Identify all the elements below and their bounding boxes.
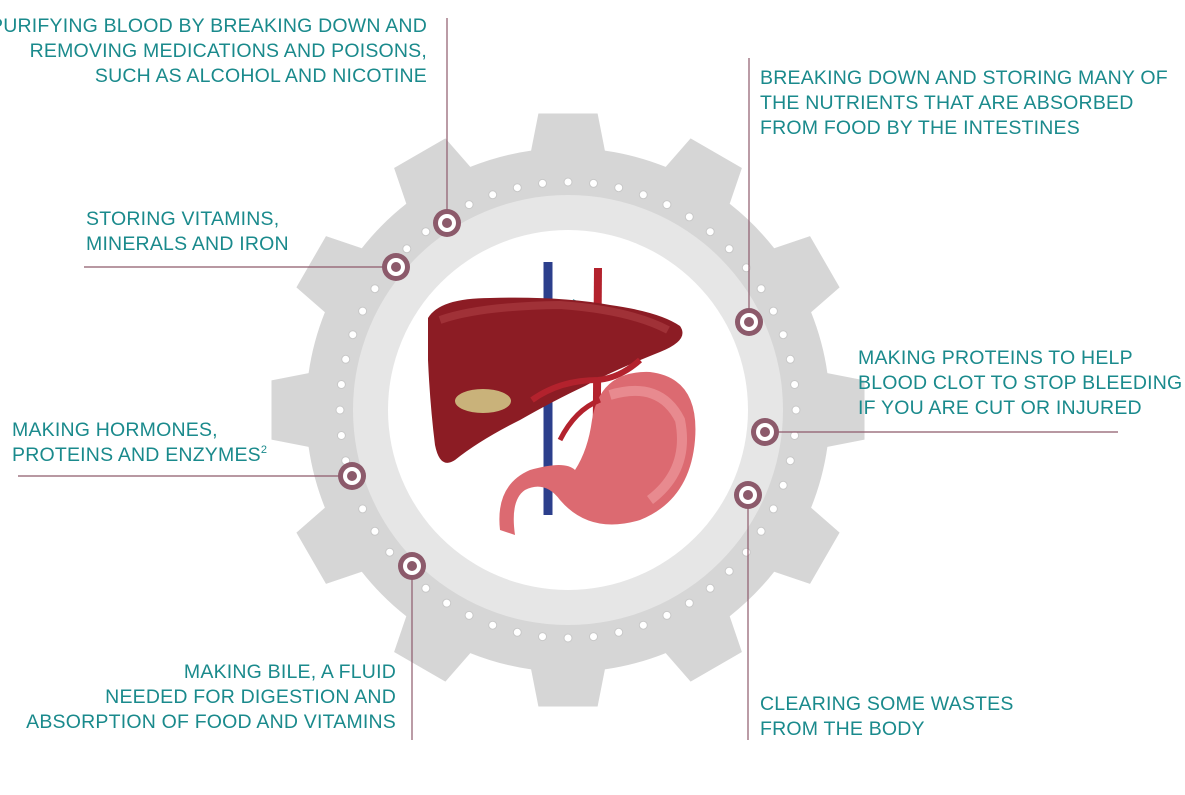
ring-dot: [358, 504, 368, 514]
ring-dot: [662, 610, 672, 620]
ring-dot: [370, 284, 380, 294]
label-line: THE NUTRIENTS THAT ARE ABSORBED: [760, 92, 1134, 114]
ring-dot: [421, 583, 431, 593]
ring-dot: [684, 212, 694, 222]
marker-making-hormones: [338, 462, 366, 490]
label-line: STORING VITAMINS,: [86, 208, 280, 230]
ring-dot: [724, 566, 734, 576]
marker-making-bile: [398, 552, 426, 580]
label-line: MAKING HORMONES,: [12, 419, 218, 441]
ring-dot: [563, 177, 573, 187]
ring-dot: [421, 227, 431, 237]
marker-center: [407, 561, 417, 571]
marker-breaking-down: [735, 308, 763, 336]
ring-dot: [614, 183, 624, 193]
ring-dot: [464, 200, 474, 210]
marker-center: [744, 317, 754, 327]
markers: [338, 209, 779, 580]
ring-dot: [488, 620, 498, 630]
marker-center: [391, 262, 401, 272]
ring-dot: [464, 610, 474, 620]
ring-dot: [402, 244, 412, 254]
label-line-text: PROTEINS AND ENZYMES: [12, 444, 261, 466]
ring-dot: [768, 504, 778, 514]
label-line: FROM FOOD BY THE INTESTINES: [760, 117, 1080, 139]
ring-dot: [785, 354, 795, 364]
label-line: REMOVING MEDICATIONS AND POISONS,: [29, 40, 427, 62]
label-purifying-blood: PURIFYING BLOOD BY BREAKING DOWN AND REM…: [0, 14, 427, 89]
marker-center: [760, 427, 770, 437]
marker-storing-vitamins: [382, 253, 410, 281]
ring-dot: [538, 178, 547, 188]
ring-dot: [778, 330, 788, 340]
label-line: MAKING BILE, A FLUID: [183, 661, 396, 683]
marker-clearing-wastes: [734, 481, 762, 509]
ring-dot: [638, 190, 648, 200]
ring-dot: [785, 456, 795, 466]
marker-center: [347, 471, 357, 481]
label-making-proteins-clot: MAKING PROTEINS TO HELP BLOOD CLOT TO ST…: [858, 346, 1182, 421]
ring-dot: [790, 380, 800, 389]
ring-dot: [684, 598, 694, 608]
ring-dot: [336, 431, 346, 440]
ring-dot: [791, 405, 801, 415]
ring-dot: [756, 284, 766, 294]
ring-dot: [341, 354, 351, 364]
ring-dot: [662, 200, 672, 210]
ring-dot: [385, 547, 395, 557]
marker-center: [743, 490, 753, 500]
ring-dot: [358, 306, 368, 316]
label-line: BREAKING DOWN AND STORING MANY OF: [760, 67, 1168, 89]
ring-dot: [778, 480, 788, 490]
ring-dot: [741, 547, 751, 557]
label-line: PROTEINS AND ENZYMES2: [12, 443, 267, 468]
label-making-bile: MAKING BILE, A FLUID NEEDED FOR DIGESTIO…: [26, 660, 396, 735]
label-line: MAKING PROTEINS TO HELP: [858, 347, 1133, 369]
liver-stomach-illustration: [428, 262, 696, 535]
label-line: SUCH AS ALCOHOL AND NICOTINE: [94, 65, 427, 87]
label-line: CLEARING SOME WASTES: [760, 693, 1014, 715]
ring-dot: [614, 627, 624, 637]
label-line: BLOOD CLOT TO STOP BLEEDING: [858, 372, 1183, 394]
footnote-marker: 2: [260, 444, 268, 456]
ring-dot: [705, 227, 715, 237]
marker-making-proteins-clot: [751, 418, 779, 446]
ring-dot: [563, 633, 573, 643]
label-line: ABSORPTION OF FOOD AND VITAMINS: [26, 711, 396, 733]
connector-lines: [18, 18, 1118, 740]
ring-dot: [756, 526, 766, 536]
ring-dot: [705, 583, 715, 593]
ring-dot: [538, 632, 547, 642]
ring-dot: [724, 244, 734, 254]
ring-dot: [512, 627, 522, 637]
ring-dot: [336, 380, 346, 389]
label-making-hormones: MAKING HORMONES, PROTEINS AND ENZYMES2: [12, 418, 267, 468]
marker-purifying: [433, 209, 461, 237]
ring-dot: [370, 526, 380, 536]
ring-dot: [768, 306, 778, 316]
label-storing-vitamins: STORING VITAMINS, MINERALS AND IRON: [86, 207, 289, 257]
ring-dot: [589, 632, 598, 642]
marker-center: [442, 218, 452, 228]
ring-dot: [335, 405, 345, 415]
label-line: IF YOU ARE CUT OR INJURED: [858, 397, 1142, 419]
label-line: FROM THE BODY: [760, 718, 925, 740]
label-clearing-wastes: CLEARING SOME WASTES FROM THE BODY: [760, 692, 1014, 742]
ring-dot: [348, 330, 358, 340]
label-line: NEEDED FOR DIGESTION AND: [105, 686, 396, 708]
label-line: PURIFYING BLOOD BY BREAKING DOWN AND: [0, 15, 427, 37]
dotted-ring: [335, 177, 801, 643]
ring-dot: [512, 183, 522, 193]
label-line: MINERALS AND IRON: [86, 233, 289, 255]
ring-dot: [442, 598, 452, 608]
ring-dot: [741, 263, 751, 273]
ring-dot: [638, 620, 648, 630]
ring-dot: [790, 431, 800, 440]
label-breaking-down-nutrients: BREAKING DOWN AND STORING MANY OF THE NU…: [760, 66, 1168, 141]
ring-dot: [589, 178, 598, 188]
ring-dot: [488, 190, 498, 200]
